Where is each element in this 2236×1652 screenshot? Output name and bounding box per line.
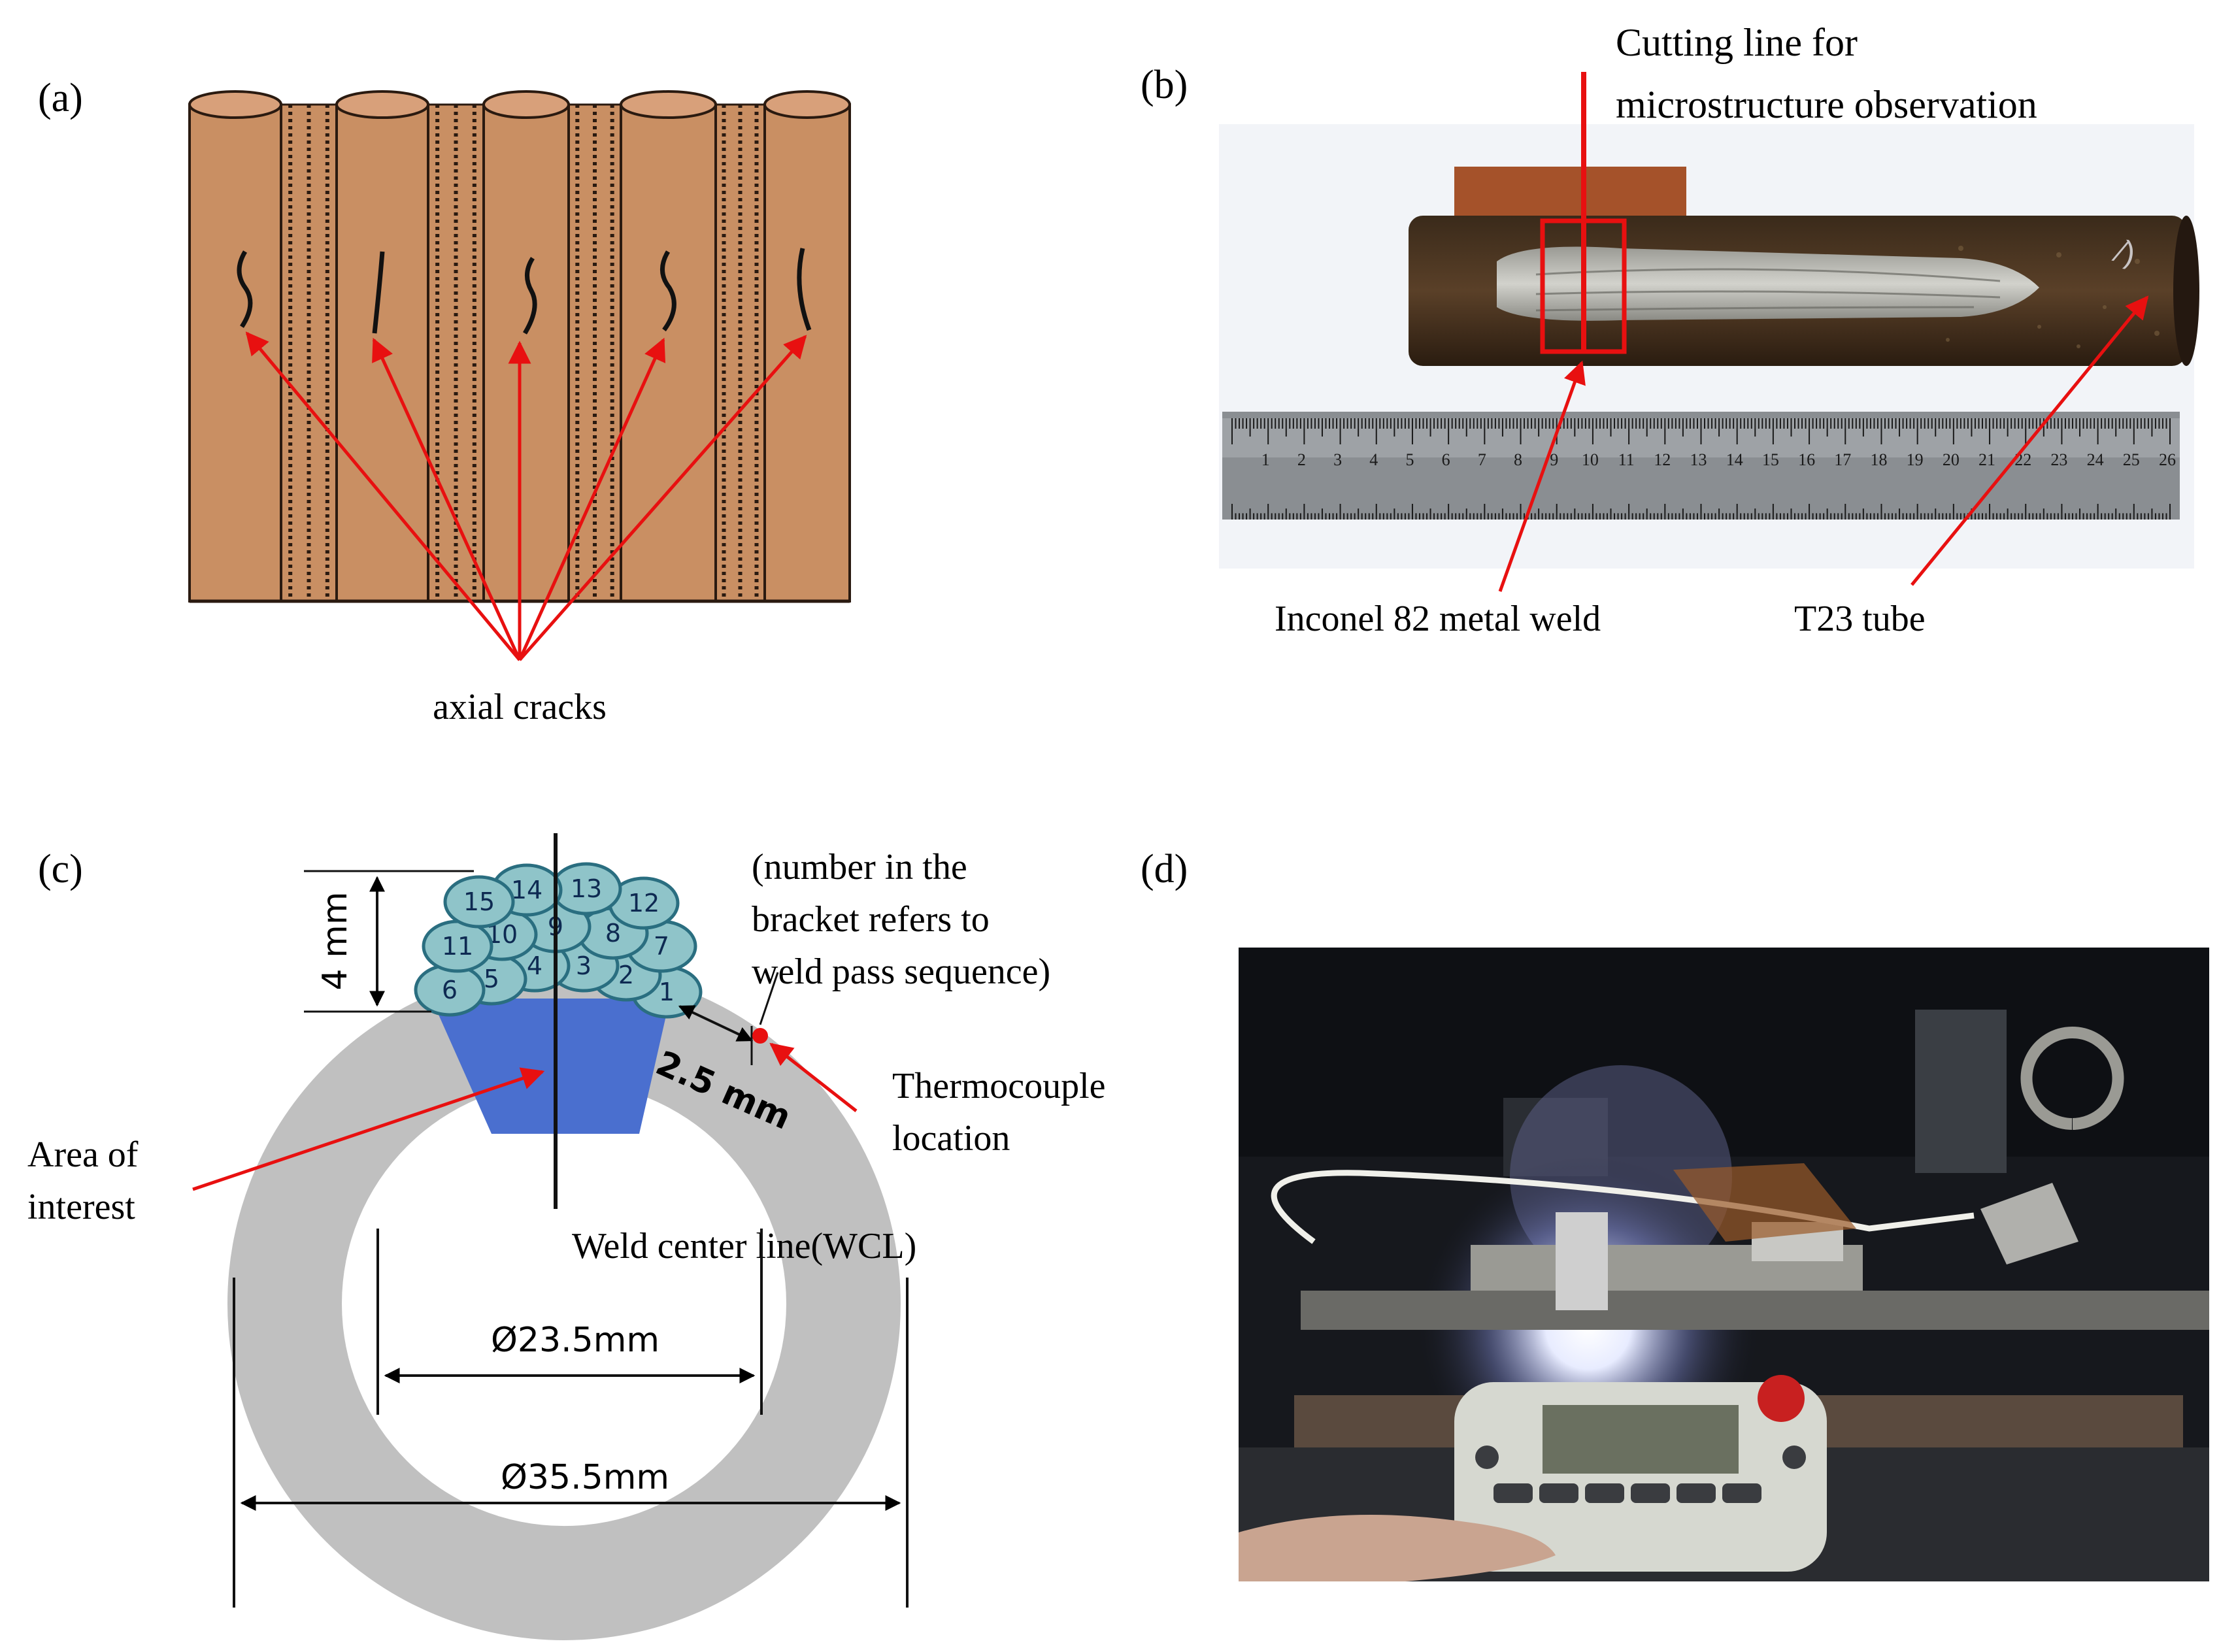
- weld-pass-number: 4: [527, 951, 542, 980]
- ruler-number: 4: [1369, 450, 1378, 469]
- weld-arrow: [1498, 360, 1586, 592]
- ruler-number: 13: [1690, 450, 1707, 469]
- ruler-number: 17: [1834, 450, 1851, 469]
- height-dim-label: 4 mm: [316, 892, 355, 991]
- weld-pass-number: 3: [576, 951, 592, 980]
- ruler-number: 8: [1514, 450, 1522, 469]
- welding-photo: [1239, 948, 2209, 1581]
- ruler-number: 24: [2087, 450, 2104, 469]
- thermocouple-dot: [752, 1028, 768, 1044]
- area-of-interest: [431, 999, 670, 1134]
- wcl-label: Weld center line(WCL): [572, 1226, 916, 1266]
- panel-b-tag: (b): [1141, 63, 1188, 107]
- weld-pass-number: 11: [442, 932, 473, 961]
- tube-cross-section: [227, 967, 901, 1640]
- teach-pendant: [1454, 1375, 1827, 1572]
- weld-pass-number: 15: [463, 887, 495, 916]
- panel-d-tag: (d): [1141, 847, 1188, 891]
- weld-bead-photo: [1497, 246, 2039, 321]
- inner-diameter-dimension: Ø23.5mm: [376, 1229, 763, 1415]
- tube-2: [335, 103, 429, 603]
- cutting-line-label-1: Cutting line for: [1616, 21, 1858, 64]
- ruler-number: 15: [1762, 450, 1779, 469]
- thermocouple-label-1: Thermocouple: [892, 1066, 1106, 1106]
- ruler-number: 20: [1943, 450, 1960, 469]
- weld-label: Inconel 82 metal weld: [1275, 599, 1601, 639]
- crack-5: [797, 248, 812, 331]
- panel-c-tag: (c): [38, 847, 83, 891]
- outer-diameter-dimension: Ø35.5mm: [233, 1278, 909, 1608]
- weld-pass-number: 1: [659, 978, 675, 1006]
- thermocouple-label-2: location: [892, 1118, 1010, 1159]
- note-line-1: (number in the: [752, 847, 967, 887]
- ruler-number: 11: [1618, 450, 1635, 469]
- weld-pass-number: 14: [511, 876, 542, 904]
- weld-pass-15: [443, 875, 515, 929]
- weld-pass-number: 7: [654, 932, 669, 961]
- ruler-number: 18: [1870, 450, 1887, 469]
- ruler-number: 9: [1550, 450, 1558, 469]
- ruler-number: 5: [1405, 450, 1414, 469]
- weld-seam: [280, 103, 338, 603]
- crack-4: [660, 250, 676, 332]
- ruler-number: 3: [1333, 450, 1342, 469]
- ruler-number: 23: [2050, 450, 2067, 469]
- panel-a: (a) axial cracks: [38, 76, 851, 727]
- ruler-number: 10: [1582, 450, 1599, 469]
- tube-4: [620, 103, 717, 603]
- aoi-arrow: [192, 1067, 545, 1191]
- note-leader: [759, 972, 779, 1025]
- weld-pass-number: 2: [618, 961, 634, 989]
- tube-5: [763, 103, 851, 603]
- thermocouple-arrow: [769, 1042, 858, 1112]
- crack-marks: [237, 248, 812, 335]
- outer-diameter-label: Ø35.5mm: [501, 1458, 669, 1497]
- height-dimension: 4 mm: [304, 870, 474, 1013]
- axial-cracks-label: axial cracks: [433, 687, 607, 727]
- ruler-number: 1: [1261, 450, 1270, 469]
- panel-d: (d): [1141, 847, 2209, 1581]
- ruler-number: 21: [1978, 450, 1995, 469]
- tube-label: T23 tube: [1794, 599, 1926, 639]
- tube-1: [188, 103, 282, 603]
- ruler-number: 7: [1478, 450, 1486, 469]
- ruler-number: 26: [2159, 450, 2176, 469]
- ruler-number: 25: [2123, 450, 2140, 469]
- ruler-number: 22: [2014, 450, 2031, 469]
- aoi-label-2: interest: [27, 1187, 135, 1227]
- crack-3: [522, 257, 537, 335]
- crack-2: [372, 251, 385, 334]
- cutting-line-label-2: microstructure observation: [1616, 83, 2037, 126]
- tube-3: [482, 103, 570, 603]
- aoi-label-1: Area of: [27, 1134, 139, 1175]
- inner-diameter-label: Ø23.5mm: [491, 1321, 659, 1360]
- note-line-3: weld pass sequence): [752, 951, 1050, 992]
- ruler-number: 12: [1654, 450, 1671, 469]
- weld-pass-number: 6: [442, 976, 458, 1004]
- tube-arrow: [1911, 295, 2149, 586]
- weld-pass-number: 12: [628, 889, 659, 917]
- ruler-number: 16: [1798, 450, 1815, 469]
- ruler-number: 6: [1442, 450, 1450, 469]
- panel-a-tag: (a): [38, 76, 83, 120]
- weld-pass-number: 8: [605, 919, 621, 948]
- ruler-number: 2: [1297, 450, 1306, 469]
- weld-pass-number: 5: [484, 965, 499, 993]
- crack-1: [237, 250, 253, 328]
- note-line-2: bracket refers to: [752, 899, 990, 940]
- ruler-number: 14: [1726, 450, 1743, 469]
- crack-arrows: [245, 331, 807, 661]
- panel-b: (b) ⁄): [1141, 21, 2199, 639]
- weld-pass-number: 13: [571, 874, 602, 903]
- ruler-number: 19: [1907, 450, 1924, 469]
- t23-tube-photo: ⁄): [1409, 216, 2199, 366]
